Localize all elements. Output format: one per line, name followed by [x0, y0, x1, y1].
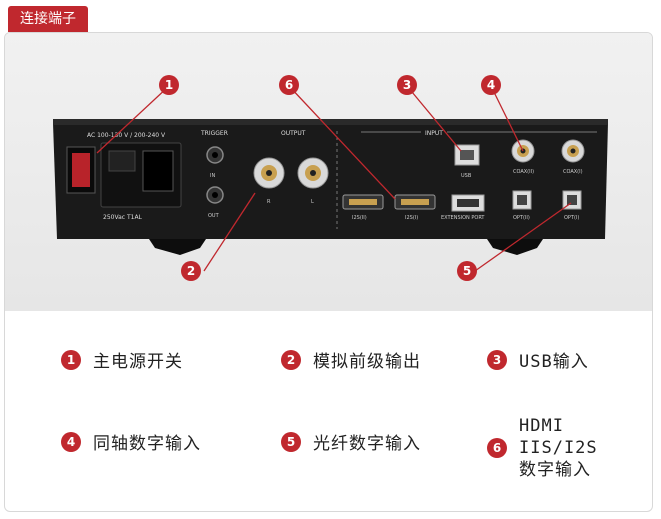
- hdmi-i2s-1-pins: [401, 199, 429, 205]
- opt-2-inner: [517, 195, 527, 205]
- device-illustration: AC 100-130 V / 200-240 V 250Vac T1AL TRI…: [53, 75, 608, 281]
- callout-3-num: 3: [403, 78, 411, 92]
- input-label: INPUT: [425, 130, 443, 137]
- coax-1-pin: [570, 148, 576, 154]
- leader-5: [474, 202, 572, 272]
- legend-label-6-line2: 数字输入: [519, 460, 591, 480]
- opt-1-label: OPT(I): [564, 215, 579, 221]
- legend-num-4: 4: [61, 431, 81, 452]
- legend-label-6-line1: HDMI IIS/I2S: [519, 416, 598, 458]
- legend-num-6: 6: [487, 438, 507, 458]
- legend-num-2: 2: [281, 349, 301, 370]
- legend-item-6: 6 HDMI IIS/I2S 数字输入: [487, 415, 652, 481]
- coax-2-label: COAX(II): [513, 169, 534, 175]
- callout-5: [457, 261, 477, 281]
- device-rear-photo: AC 100-130 V / 200-240 V 250Vac T1AL TRI…: [5, 33, 652, 311]
- content-frame: AC 100-130 V / 200-240 V 250Vac T1AL TRI…: [4, 32, 653, 512]
- legend-num-3: 3: [487, 349, 507, 370]
- usb-port-inner: [460, 150, 474, 160]
- voltage-label: AC 100-130 V / 200-240 V: [87, 132, 166, 139]
- trigger-out-hole: [212, 192, 218, 198]
- trigger-out-label: OUT: [208, 213, 220, 219]
- leader-2: [203, 192, 256, 272]
- legend-item-3: 3 USB输入: [487, 347, 589, 372]
- rca-out-r-pin: [266, 170, 272, 176]
- fuse-label: 250Vac T1AL: [103, 214, 143, 221]
- callout-badges: 1 2 3 4 5 6: [159, 75, 501, 281]
- callout-6-num: 6: [285, 78, 293, 92]
- opt-2-label: OPT(II): [513, 215, 530, 221]
- leader-1: [96, 85, 170, 154]
- leader-3: [406, 85, 462, 152]
- rca-out-l-label: L: [311, 199, 314, 205]
- usb-label: USB: [461, 173, 472, 179]
- legend-item-4: 4 同轴数字输入: [61, 429, 201, 454]
- callout-leaders: [96, 85, 572, 272]
- leader-6: [288, 85, 396, 200]
- port-legend: 1 主电源开关 2 模拟前级输出 3 USB输入 4 同轴数字输入 5 光纤数字…: [5, 311, 652, 511]
- legend-item-1: 1 主电源开关: [61, 347, 183, 372]
- rca-out-l-pin: [310, 170, 316, 176]
- callout-1-num: 1: [165, 78, 173, 92]
- callout-4-num: 4: [487, 78, 495, 92]
- hdmi-i2s-2-label: I2S(II): [352, 215, 367, 221]
- callout-5-num: 5: [463, 264, 471, 278]
- section-title-tab: 连接端子: [8, 6, 88, 32]
- callout-2-num: 2: [187, 264, 195, 278]
- legend-item-5: 5 光纤数字输入: [281, 429, 421, 454]
- callout-6: [279, 75, 299, 95]
- legend-item-2: 2 模拟前级输出: [281, 347, 421, 372]
- callout-3: [397, 75, 417, 95]
- hdmi-i2s-1-label: I2S(I): [405, 215, 418, 221]
- hdmi-i2s-2-pins: [349, 199, 377, 205]
- trigger-in-hole: [212, 152, 218, 158]
- coax-1-label: COAX(I): [563, 169, 583, 175]
- legend-label-6: HDMI IIS/I2S 数字输入: [519, 415, 652, 481]
- legend-label-5: 光纤数字输入: [313, 434, 421, 454]
- opt-1-inner: [567, 195, 577, 205]
- callout-1: [159, 75, 179, 95]
- callout-4: [481, 75, 501, 95]
- legend-label-1: 主电源开关: [93, 352, 183, 372]
- chassis-top-edge: [53, 119, 608, 125]
- legend-num-1: 1: [61, 349, 81, 370]
- extension-port-inner: [457, 199, 479, 207]
- legend-label-4: 同轴数字输入: [93, 434, 201, 454]
- trigger-label: TRIGGER: [200, 130, 228, 137]
- legend-label-3: USB输入: [519, 352, 589, 372]
- power-switch[interactable]: [72, 153, 90, 187]
- fuse-holder: [108, 150, 136, 172]
- iec-inlet: [142, 150, 174, 192]
- extension-port-label: EXTENSION PORT: [441, 215, 485, 221]
- leader-4: [490, 85, 524, 152]
- legend-num-5: 5: [281, 431, 301, 452]
- rca-out-r-label: R: [267, 199, 271, 205]
- trigger-in-label: IN: [210, 173, 215, 179]
- callout-2: [181, 261, 201, 281]
- legend-label-2: 模拟前级输出: [313, 352, 421, 372]
- output-label: OUTPUT: [281, 130, 306, 137]
